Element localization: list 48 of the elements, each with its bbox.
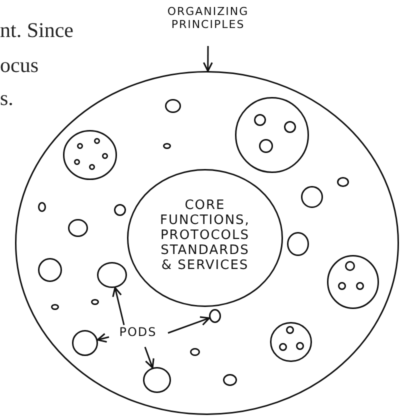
- pod-circle: [301, 186, 323, 208]
- arrow: [144, 346, 154, 368]
- pod-circle: [94, 138, 100, 144]
- pod-circle: [327, 255, 379, 309]
- annotation-text: PODS: [110, 326, 166, 346]
- core-circle: [127, 169, 283, 307]
- core-text: CORE FUNCTIONS, PROTOCOLS STANDARDS & SERVICES: [159, 199, 251, 274]
- body-text-fragment: s.: [0, 86, 14, 111]
- pod-circle: [337, 177, 349, 187]
- body-text-fragment: nt. Since: [0, 18, 74, 43]
- pod-circle: [63, 130, 117, 180]
- pod-circle: [338, 282, 346, 290]
- body-text-fragment: ocus: [0, 53, 38, 78]
- annotation-text: ORGANIZING PRINCIPLES: [150, 6, 266, 44]
- pod-circle: [143, 367, 171, 393]
- pod-circle: [163, 143, 171, 149]
- pod-circle: [190, 348, 200, 356]
- pod-circle: [284, 121, 296, 133]
- pod-circle: [38, 258, 62, 282]
- pod-circle: [114, 204, 126, 216]
- pod-circle: [296, 342, 304, 350]
- pod-circle: [51, 304, 59, 310]
- pod-circle: [279, 343, 287, 351]
- arrow: [112, 286, 125, 326]
- pod-circle: [77, 143, 83, 149]
- pod-circle: [254, 114, 266, 126]
- pod-circle: [345, 261, 355, 271]
- pod-circle: [235, 97, 309, 173]
- pod-circle: [223, 374, 237, 386]
- arrow: [96, 332, 110, 343]
- pod-circle: [68, 219, 88, 237]
- pod-circle: [287, 232, 309, 256]
- pod-circle: [97, 262, 127, 288]
- pod-circle: [102, 153, 108, 159]
- pod-circle: [286, 326, 294, 334]
- pod-circle: [38, 202, 46, 212]
- pod-circle: [72, 330, 98, 356]
- pod-circle: [165, 99, 181, 113]
- pod-circle: [356, 282, 364, 290]
- pod-circle: [209, 309, 221, 323]
- pod-circle: [259, 139, 273, 153]
- pod-circle: [74, 159, 80, 165]
- pod-circle: [270, 322, 312, 362]
- outer-circle: [15, 71, 399, 415]
- arrow: [168, 316, 210, 334]
- pod-circle: [89, 164, 95, 170]
- pod-circle: [91, 299, 99, 305]
- arrow: [202, 46, 213, 72]
